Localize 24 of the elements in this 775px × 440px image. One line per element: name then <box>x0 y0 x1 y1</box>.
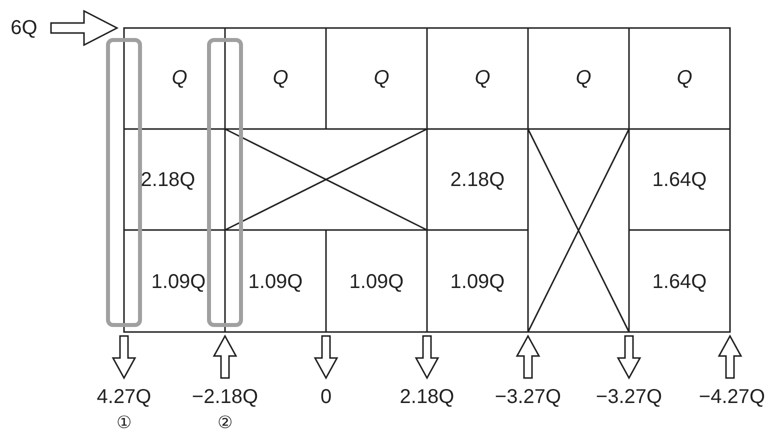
shear-value: 2.18Q <box>140 169 196 191</box>
callout-number: ② <box>218 412 232 434</box>
force-value: 0 <box>320 386 332 408</box>
shear-value: 1.64Q <box>652 271 707 293</box>
shear-value: Q <box>576 67 592 89</box>
force-value: −2.18Q <box>192 386 258 408</box>
shear-value: 1.09Q <box>450 271 505 293</box>
load-label: 6Q <box>10 17 38 39</box>
shear-value: 1.09Q <box>248 271 303 293</box>
shear-value: 1.09Q <box>349 271 404 293</box>
shear-value: 1.09Q <box>151 271 206 293</box>
force-value: 2.18Q <box>400 386 454 408</box>
callout-number: ① <box>116 412 132 434</box>
shear-value: Q <box>676 67 692 89</box>
shear-value: 2.18Q <box>450 169 505 191</box>
shear-value: Q <box>272 67 288 89</box>
shear-value: Q <box>374 67 390 89</box>
force-value: −3.27Q <box>596 386 662 408</box>
shear-value: Q <box>474 67 490 89</box>
shear-value: 1.64Q <box>652 169 707 191</box>
force-value: −4.27Q <box>698 386 766 408</box>
force-value: 4.27Q <box>96 386 152 408</box>
shear-value: Q <box>172 67 188 89</box>
force-value: −3.27Q <box>494 386 562 408</box>
